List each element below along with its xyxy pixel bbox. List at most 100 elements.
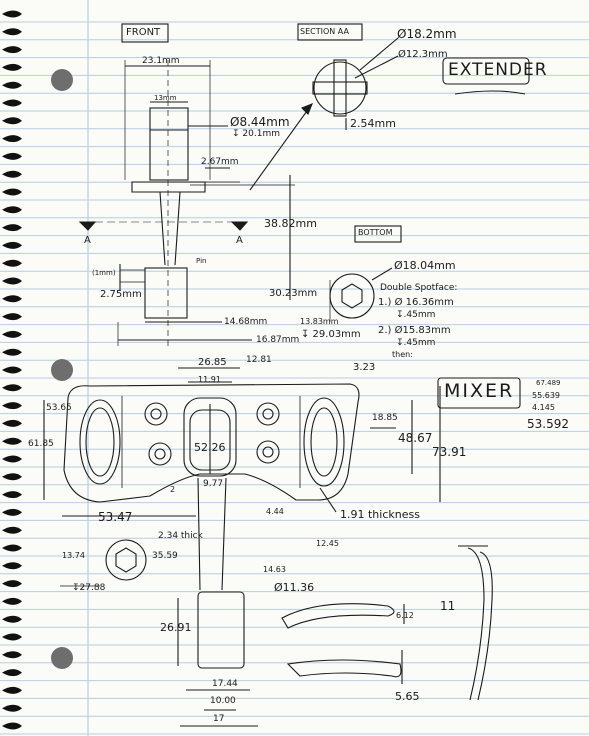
dim-label: 23.1mm [142,56,180,66]
dim-label: Double Spotface: [380,283,458,293]
dim-label: 13mm [154,94,177,102]
leader-191 [319,487,337,513]
dim-label: 26.85 [198,357,227,368]
section-label: SECTION AA [300,27,349,36]
dim-label: ↧.45mm [396,338,436,348]
section-label-box [297,23,363,41]
dim-label: ↧27.88 [72,583,106,593]
dim-label: (1mm) [92,269,116,277]
punch-hole [51,69,73,91]
dim-label: 14.63 [263,565,286,574]
extender-taper [159,191,181,266]
mixer-center-slot [183,397,237,477]
extender-flange [131,181,206,193]
bottom-label-box [354,225,402,243]
spiral-ring [2,81,22,89]
dim-label: Ø18.04mm [394,259,456,272]
section-mark: A [236,235,243,246]
dim-label: Pin [196,257,207,265]
dim-label: 9.77 [203,479,224,489]
spiral-ring [2,651,22,659]
dim-label: 18.85 [372,413,398,423]
dim-label: ↧ 29.03mm [301,329,361,340]
extender-drawing [78,23,530,350]
bottom-view-circle [329,273,375,319]
section-mark: A [84,235,91,246]
spiral-ring [2,366,22,374]
mixer-hex [115,547,137,573]
mixer-hole [148,442,172,466]
spiral-ring [2,615,22,623]
mixer-title: MIXER [444,380,515,402]
dim-label: 3.23 [353,362,376,373]
spiral-ring [2,348,22,356]
front-label-box [121,23,169,43]
dim-label: 2.54mm [350,117,396,130]
mixer-shaft [197,477,227,591]
dim-label: 16.87mm [256,335,300,345]
punch-hole [51,359,73,381]
dim-label: 35.59 [152,551,178,561]
mixer-drawing [43,367,521,727]
spiral-ring [2,597,22,605]
spiral-ring [2,633,22,641]
dim-label: 13.83mm [300,317,339,326]
dim-label: 5.65 [395,690,420,703]
dim-label: 12.81 [246,355,272,365]
spiral-ring [2,241,22,249]
spiral-ring [2,46,22,54]
spiral-ring [2,10,22,18]
spiral-ring [2,562,22,570]
dim-label: Ø12.3mm [398,49,448,60]
spiral-ring [2,455,22,463]
spiral-ring [2,686,22,694]
spiral-ring [2,580,22,588]
dim-label: Ø18.2mm [397,27,457,41]
dim-label: 2.34 thick [158,531,203,541]
section-outer-circle [313,61,367,115]
spiral-ring [2,704,22,712]
dim-label: 17 [213,714,225,724]
spiral-ring [2,508,22,516]
spiral-ring [2,313,22,321]
dim-label: 1.91 thickness [340,508,420,521]
spiral-ring [2,544,22,552]
leader-1804 [371,267,393,281]
dim-label: 73.91 [432,445,467,459]
dim-label: 6.12 [396,611,414,620]
mixer-left-slot-inner [85,407,115,477]
dim-label: 48.67 [398,431,433,445]
spiral-ring [2,28,22,36]
spiral-ring [2,135,22,143]
front-label: FRONT [126,27,161,38]
dim-label: 14.68mm [224,317,268,327]
spiral-ring [2,117,22,125]
dim-label: Ø11.36 [274,581,315,594]
ruled-lines [0,21,589,735]
spiral-ring [2,491,22,499]
calc-total: 53.592 [527,417,569,431]
dim-label: 53.65 [46,403,72,413]
mixer-left-slot [79,399,121,485]
section-cross-h [312,81,368,95]
blade-profile-top [281,603,395,629]
dim-label: 52.26 [194,441,226,454]
dim-label: 10.00 [210,696,236,706]
dim-label: 2.75mm [100,289,142,300]
blade-side-profile-2 [477,551,493,701]
dim-label: 13.74 [62,551,85,560]
spiral-binding [2,10,22,730]
arrow-head [301,103,313,115]
mixer-hole-inner [262,446,274,458]
bottom-label: BOTTOM [358,228,393,237]
dim-label: ↧ 20.1mm [232,129,280,139]
dim-label: 1.) Ø 16.36mm [378,297,454,308]
dim-label: Ø8.44mm [230,115,290,129]
dim-label: 12.45 [316,539,339,548]
punch-hole [51,647,73,669]
dim-label: 17.44 [212,679,238,689]
extender-top-bore [149,107,189,181]
spiral-ring [2,437,22,445]
